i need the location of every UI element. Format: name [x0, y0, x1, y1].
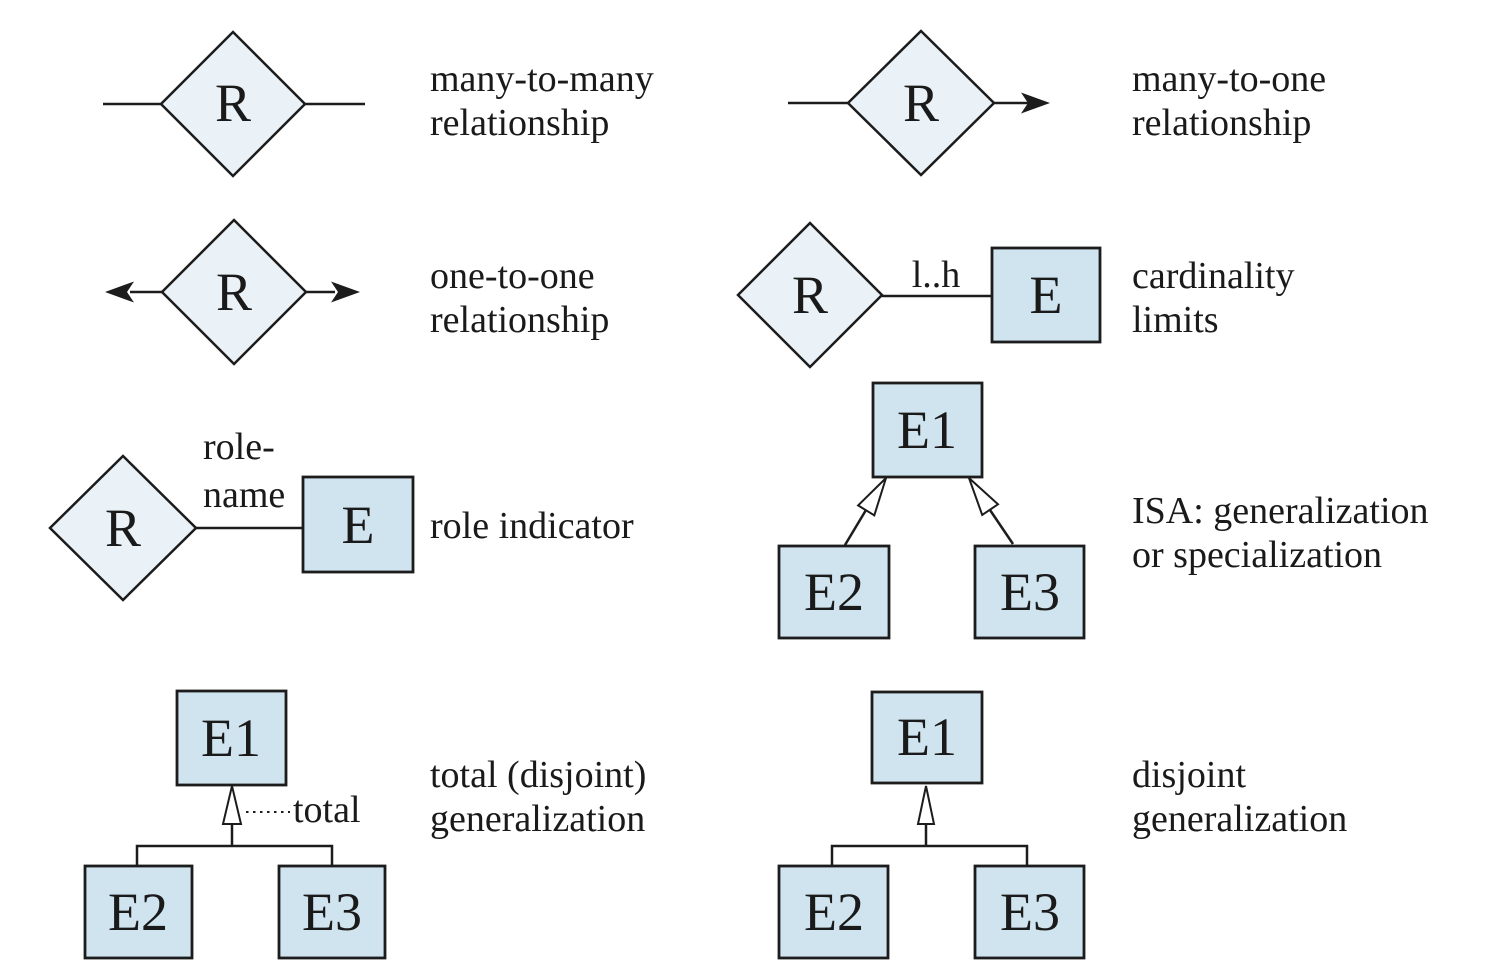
relationship-diamond — [846, 29, 996, 177]
open-triangle-arrowhead-icon — [916, 785, 936, 825]
right-arrowhead-icon — [331, 281, 360, 303]
caption-line2: or specialization — [1132, 534, 1382, 576]
cardinality-edge-label: l..h — [912, 254, 961, 296]
left-arrowhead-icon — [105, 281, 134, 303]
caption-line1: one-to-one — [430, 255, 595, 297]
parent-entity-label: E1 — [201, 708, 261, 768]
relationship-label: R — [792, 265, 828, 325]
relationship-diamond — [48, 454, 198, 602]
caption-line1: many-to-many — [430, 58, 654, 100]
relationship-diamond — [736, 221, 884, 369]
right-child-entity-box — [973, 544, 1086, 640]
parent-entity-box — [175, 689, 288, 787]
disjoint-generalization-symbol: E1 E2 E3 disjoint generalization — [777, 690, 1347, 960]
total-annotation: total — [293, 789, 361, 831]
total-generalization-symbol: E1 total E2 E3 total (disjoint) generali… — [83, 689, 646, 960]
right-child-entity-box — [277, 864, 387, 960]
parent-entity-label: E1 — [897, 707, 957, 767]
role-indicator-symbol: R role- name E role indicator — [48, 426, 634, 602]
cardinality-limits-symbol: R l..h E cardinality limits — [736, 221, 1294, 369]
parent-entity-box — [870, 690, 984, 785]
right-open-arrowhead-icon — [968, 477, 1000, 517]
right-child-entity-label: E3 — [1000, 882, 1060, 942]
entity-label: E — [342, 495, 375, 555]
caption-line1: ISA: generalization — [1132, 490, 1429, 532]
caption-line1: cardinality — [1132, 255, 1294, 297]
open-triangle-arrowhead-icon — [221, 785, 243, 825]
right-arrowhead-icon — [1021, 92, 1050, 114]
relationship-label: R — [215, 73, 251, 133]
left-child-entity-label: E2 — [804, 882, 864, 942]
many-to-many-symbol: R many-to-many relationship — [103, 30, 654, 178]
left-child-entity-box — [777, 544, 891, 640]
right-isa-line — [988, 509, 1015, 545]
one-to-one-symbol: R one-to-one relationship — [105, 218, 609, 366]
left-child-entity-label: E2 — [804, 562, 864, 622]
left-child-entity-box — [777, 864, 890, 960]
caption-line2: relationship — [430, 299, 609, 341]
relationship-diamond — [159, 30, 307, 178]
caption-line2: generalization — [1132, 798, 1347, 840]
right-child-entity-label: E3 — [302, 882, 362, 942]
entity-box — [301, 475, 415, 574]
many-to-one-symbol: R many-to-one relationship — [788, 29, 1326, 177]
relationship-label: R — [903, 73, 939, 133]
caption-line2: limits — [1132, 299, 1219, 341]
caption-line2: relationship — [430, 102, 609, 144]
caption-line1: many-to-one — [1132, 58, 1326, 100]
caption-line1: disjoint — [1132, 754, 1246, 796]
entity-box — [990, 246, 1102, 344]
caption-line2: generalization — [430, 798, 645, 840]
left-child-entity-box — [83, 864, 194, 960]
branch-connector — [135, 844, 334, 866]
left-open-arrowhead-icon — [856, 477, 887, 517]
parent-entity-box — [871, 381, 984, 479]
relationship-label: R — [105, 498, 141, 558]
right-child-entity-box — [973, 864, 1086, 960]
branch-connector — [830, 844, 1029, 866]
parent-entity-label: E1 — [897, 400, 957, 460]
left-isa-line — [843, 509, 868, 546]
caption: role indicator — [430, 505, 634, 547]
relationship-diamond — [160, 218, 308, 366]
relationship-label: R — [216, 262, 252, 322]
right-child-entity-label: E3 — [1000, 562, 1060, 622]
isa-symbol: E1 E2 E3 ISA: generalization or speciali… — [777, 381, 1429, 640]
left-child-entity-label: E2 — [108, 882, 168, 942]
role-name-label-line1: role- — [203, 426, 275, 468]
caption-line2: relationship — [1132, 102, 1311, 144]
role-name-label-line2: name — [203, 474, 285, 516]
entity-label: E — [1030, 265, 1063, 325]
caption-line1: total (disjoint) — [430, 754, 646, 796]
